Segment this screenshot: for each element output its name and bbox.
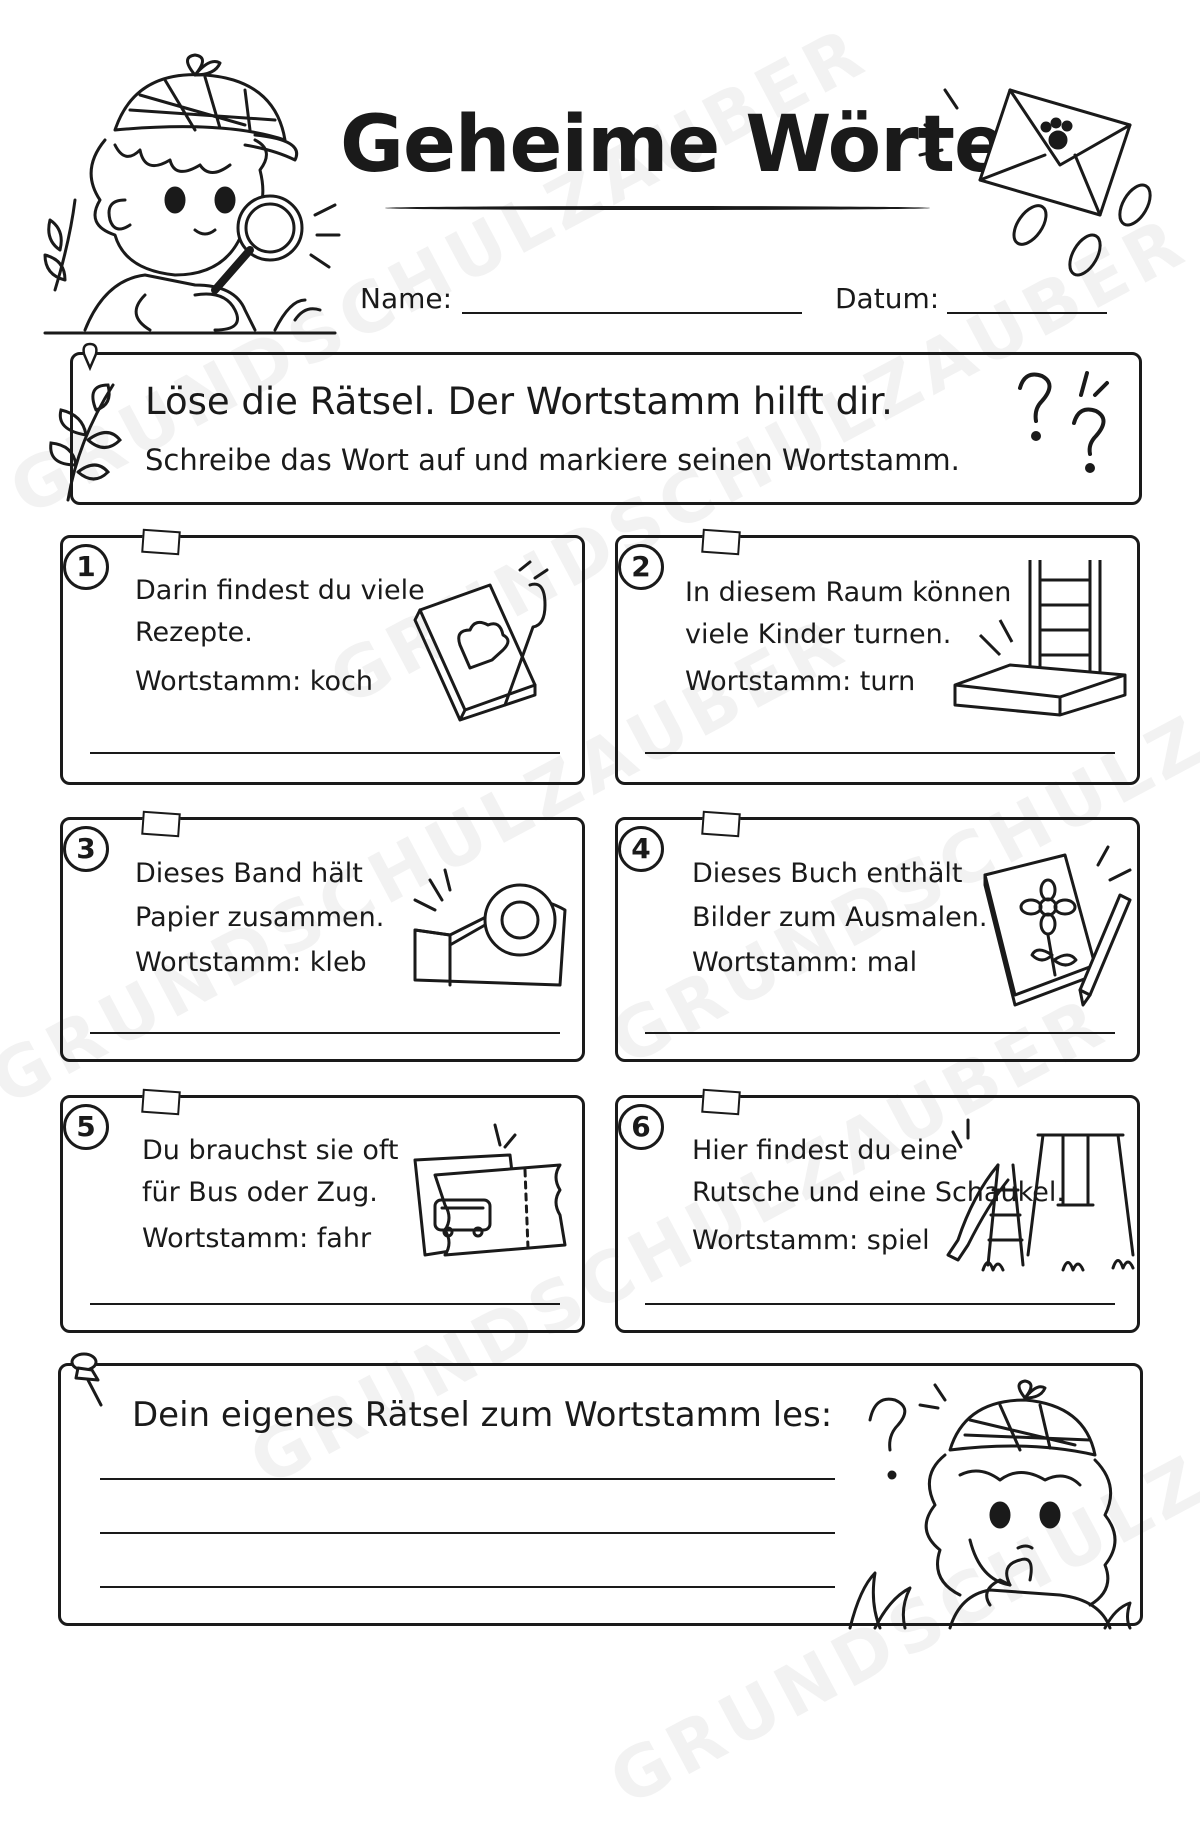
riddle-number: 6 [618,1104,664,1150]
gym-ladder-icon [953,560,1127,717]
riddle-line-1: Du brauchst sie oft [142,1135,399,1166]
riddle-card-4 [615,817,1140,1062]
answer-line[interactable] [90,1032,560,1034]
own-riddle-line-1[interactable] [100,1478,835,1480]
riddle-number: 2 [618,544,664,590]
riddle-number: 5 [63,1104,109,1150]
card-tape [141,528,181,556]
riddle-line-1: In diesem Raum können [685,577,1012,608]
riddle-line-2: für Bus oder Zug. [142,1177,378,1208]
riddle-number: 1 [63,544,109,590]
footprints-icon [1012,183,1152,277]
card-tape [141,810,181,838]
cookbook-icon [413,560,549,722]
coloring-book-icon [983,845,1132,1007]
card-tape [141,1088,181,1116]
leaf-branch-icon [49,383,123,502]
riddle-card-3 [60,817,585,1062]
instruction-line-2: Schreibe das Wort auf und markiere seine… [145,443,960,477]
tape-dispenser-icon [413,868,567,987]
riddle-line-1: Dieses Band hält [135,858,363,889]
riddle-stem: Wortstamm: fahr [142,1223,372,1254]
pushpin-icon [70,1352,103,1407]
riddle-line-1: Darin findest du viele [135,575,425,606]
riddle-number: 4 [618,826,664,872]
riddle-stem: Wortstamm: koch [135,666,373,697]
answer-line[interactable] [645,1032,1115,1034]
riddle-card-2 [615,535,1140,785]
answer-line[interactable] [90,1303,560,1305]
riddle-stem: Wortstamm: kleb [135,947,367,978]
riddle-card-1 [60,535,585,785]
instruction-box [70,352,1142,505]
answer-line[interactable] [645,1303,1115,1305]
name-label: Name: [360,282,453,315]
card-tape [701,1088,741,1116]
riddle-card-5 [60,1095,585,1333]
riddle-number: 3 [63,826,109,872]
riddle-stem: Wortstamm: mal [692,947,918,978]
riddle-stem: Wortstamm: turn [685,666,916,697]
riddle-stem: Wortstamm: spiel [692,1225,930,1256]
envelope-icon [918,88,1132,217]
riddle-line-2: Rutsche und eine Schaukel. [692,1177,1065,1208]
playground-icon [946,1118,1135,1272]
name-field[interactable] [462,312,802,314]
detective-girl-illustration [848,1379,1132,1630]
date-label: Datum: [835,282,940,315]
page-title: Geheime Wörter [340,100,1044,190]
own-riddle-title: Dein eigenes Rätsel zum Wortstamm les: [132,1395,833,1435]
date-field[interactable] [947,312,1107,314]
answer-line[interactable] [90,752,560,754]
riddle-line-1: Dieses Buch enthält [692,858,963,889]
card-tape [701,810,741,838]
own-riddle-line-3[interactable] [100,1586,835,1588]
ticket-icon [413,1123,567,1257]
riddle-line-2: Bilder zum Ausmalen. [692,902,988,933]
riddle-line-2: viele Kinder turnen. [685,619,952,650]
riddle-card-6 [615,1095,1140,1333]
question-marks-icon [1018,371,1109,473]
own-riddle-box [58,1363,1143,1626]
pin-icon [82,342,98,372]
riddle-line-2: Rezepte. [135,617,253,648]
riddle-line-2: Papier zusammen. [135,902,385,933]
answer-line[interactable] [645,752,1115,754]
detective-boy-illustration [43,53,341,335]
riddle-line-1: Hier findest du eine [692,1135,958,1166]
card-tape [701,528,741,556]
title-underline [385,206,930,210]
instruction-line-1: Löse die Rätsel. Der Wortstamm hilft dir… [145,380,893,423]
own-riddle-line-2[interactable] [100,1532,835,1534]
